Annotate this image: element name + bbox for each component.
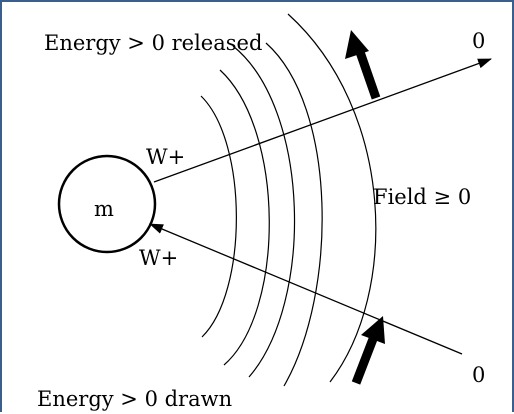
energy-released-label: Energy > 0 released [44,31,262,55]
work-top-label: W+ [146,145,185,169]
field-arc-1 [200,95,237,338]
field-arc-4 [265,42,323,387]
up-arrow-bottom [351,316,385,385]
field-label: Field ≥ 0 [373,185,471,209]
up-arrow-top [345,30,381,100]
field-arc-5 [287,13,377,383]
field-lines [200,13,377,387]
field-arc-2 [219,69,270,366]
work-bottom-label: W+ [139,246,178,270]
incoming-ray [149,223,463,355]
incoming-end-label: 0 [472,363,485,387]
field-arc-3 [232,45,296,378]
outgoing-ray [153,58,492,183]
mass-label: m [94,197,114,221]
mass-circle [57,154,157,254]
outgoing-end-label: 0 [472,29,485,53]
energy-drawn-label: Energy > 0 drawn [37,387,232,411]
